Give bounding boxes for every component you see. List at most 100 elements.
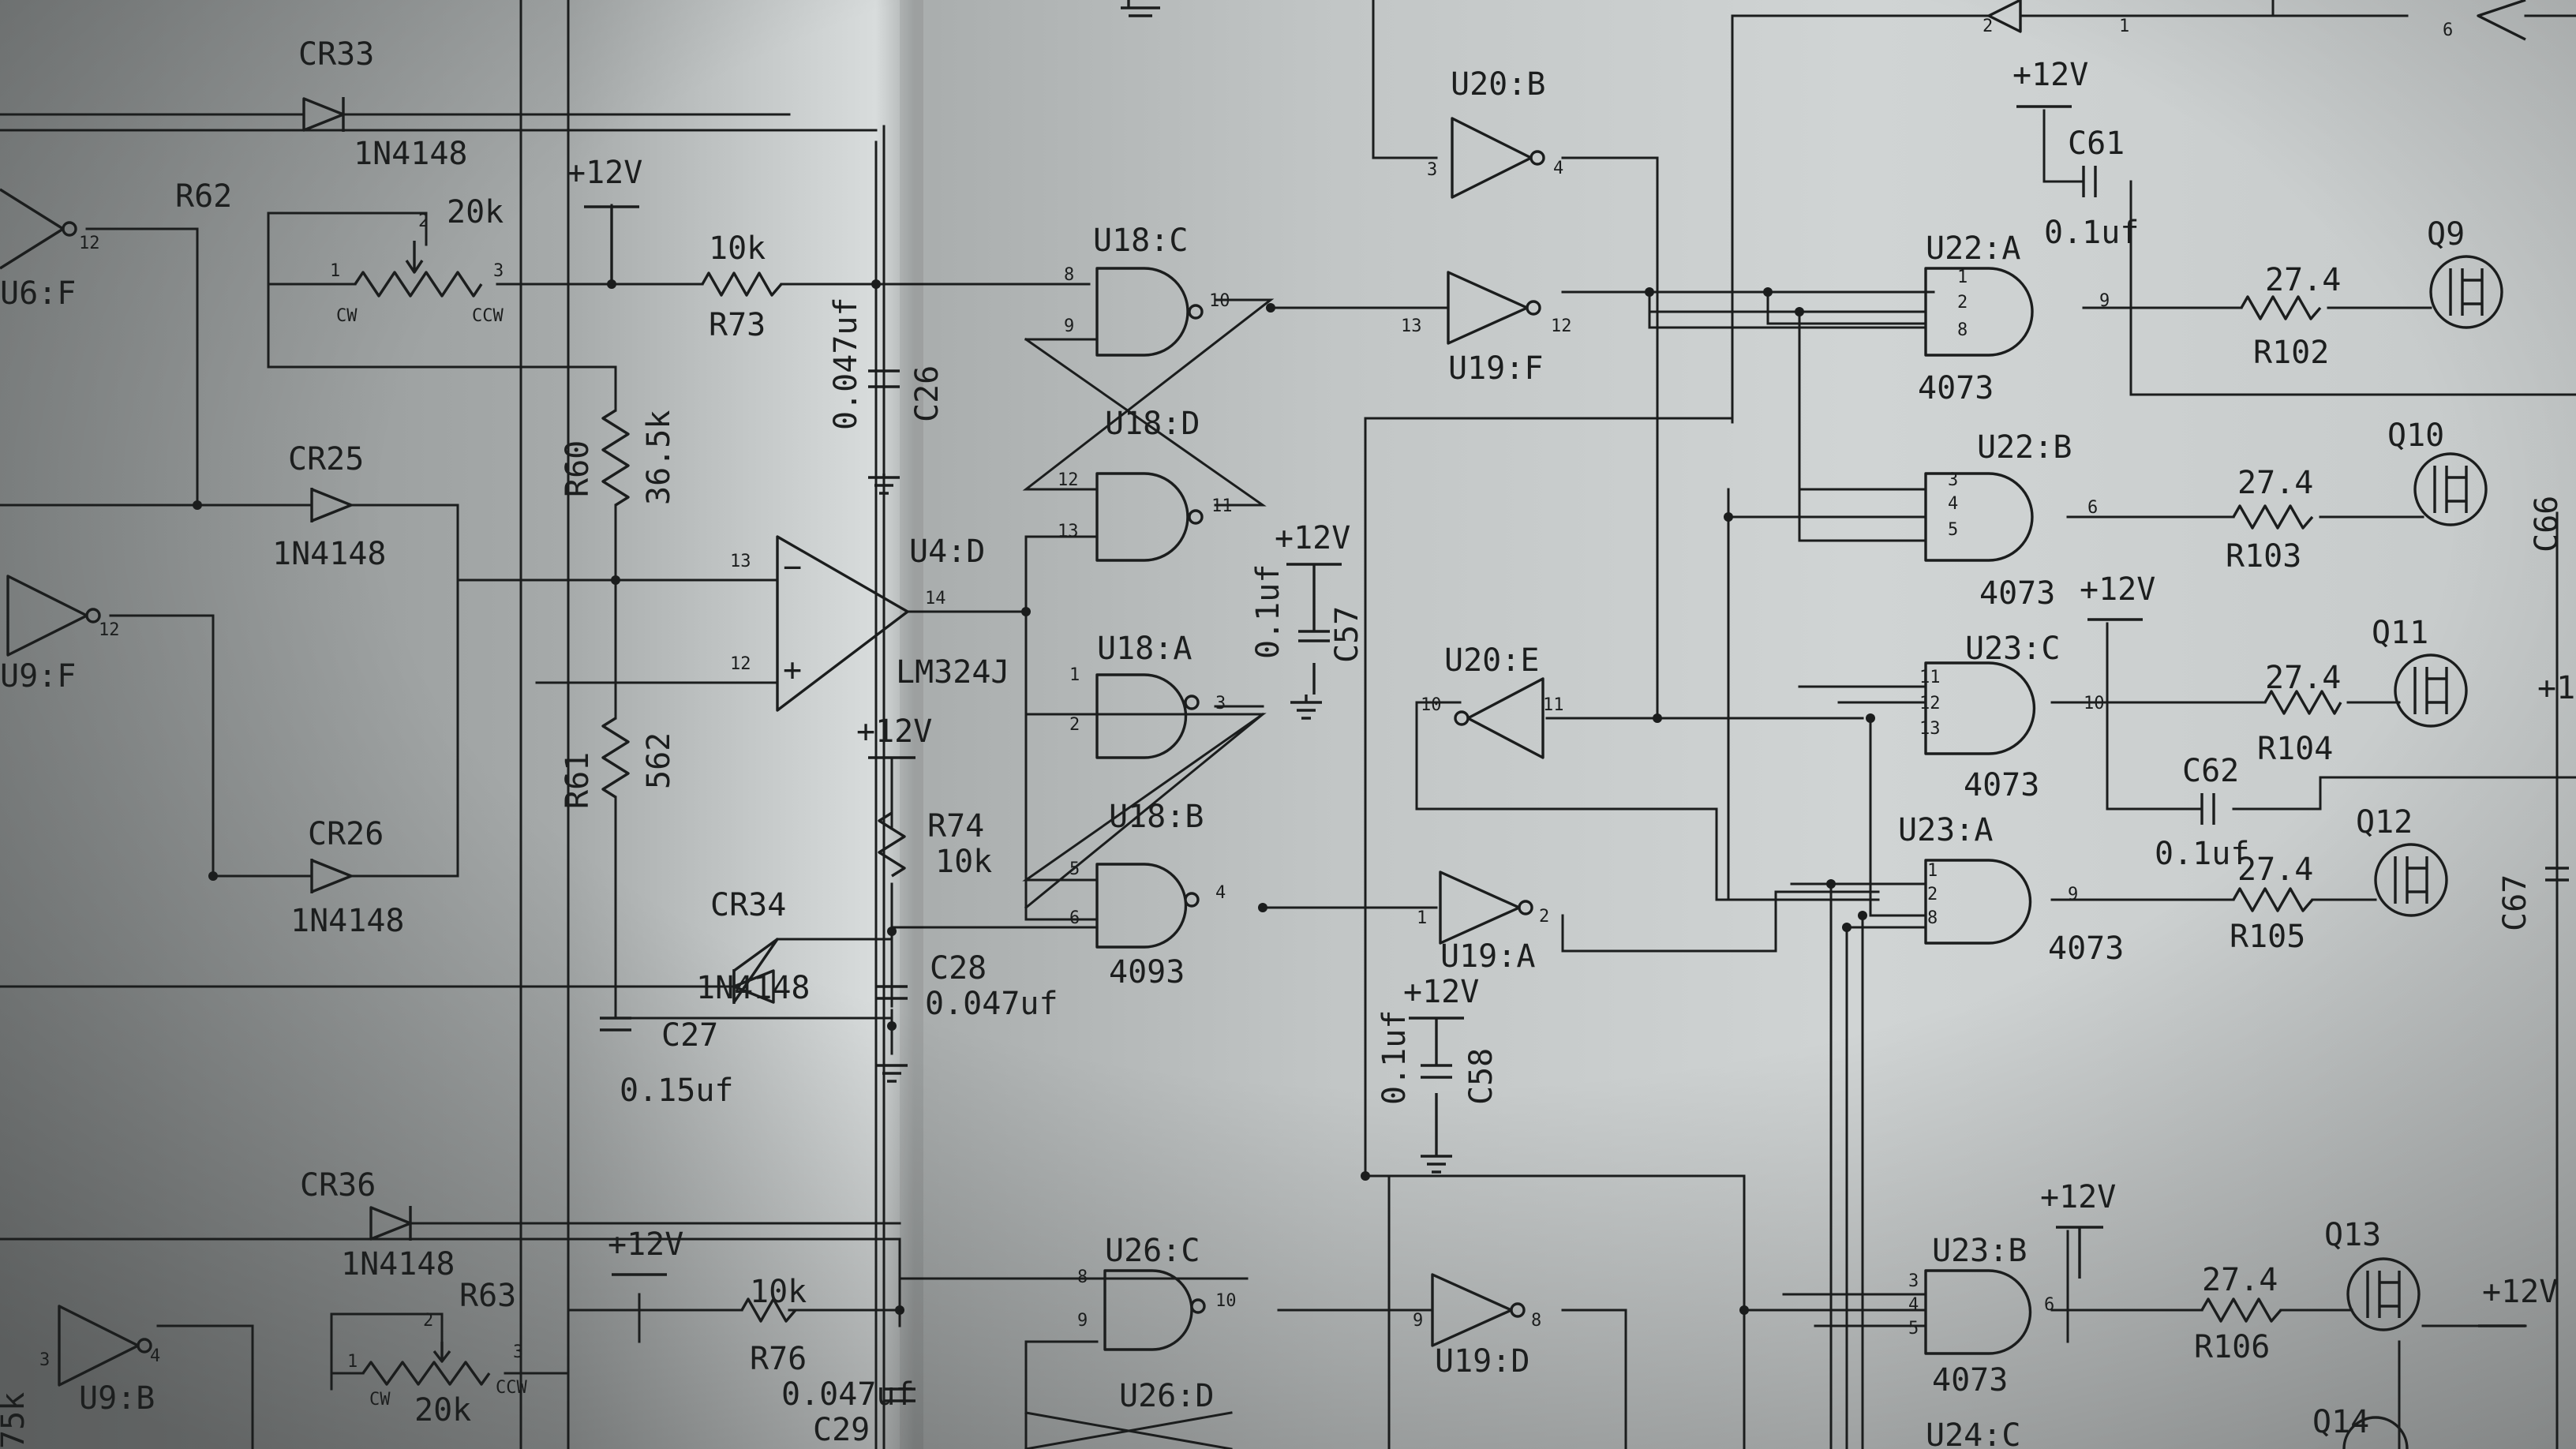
supply-bars xyxy=(584,105,2525,1327)
label-u23c-value: 4073 xyxy=(1964,767,2039,803)
label-u18d: U18:D xyxy=(1105,406,1200,442)
pin-u23a-2: 2 xyxy=(1927,885,1938,904)
diode-cr33 xyxy=(302,97,345,132)
pin-top-2: 2 xyxy=(1983,17,1993,36)
pin-u18a-3: 3 xyxy=(1215,694,1226,713)
inverter-top-right xyxy=(1987,0,2526,41)
mosfet-q10 xyxy=(2413,452,2488,526)
label-r63: R63 xyxy=(459,1278,516,1314)
label-cr36: CR36 xyxy=(300,1167,376,1204)
pin-u18c-8: 8 xyxy=(1064,265,1074,285)
fold-shadow xyxy=(900,0,923,1449)
label-supply-q13: +12V xyxy=(2482,1274,2558,1310)
label-c62: C62 xyxy=(2182,753,2239,789)
pin-u26c-10: 10 xyxy=(1215,1291,1237,1311)
label-u9f: U9:F xyxy=(0,658,76,695)
label-u18a: U18:A xyxy=(1097,631,1192,667)
label-cr33-value: 1N4148 xyxy=(354,136,468,172)
label-u18b-value: 4093 xyxy=(1109,954,1185,990)
diode-cr26 xyxy=(310,859,353,893)
pin-u18c-10: 10 xyxy=(1209,291,1230,311)
pin-u19f-13: 13 xyxy=(1401,316,1422,336)
pin-u18c-9: 9 xyxy=(1064,316,1074,336)
pin-u18d-13: 13 xyxy=(1058,522,1079,541)
cap-c61 xyxy=(2082,166,2097,197)
label-r105: R105 xyxy=(2230,919,2305,955)
and-u23a xyxy=(1924,859,2032,945)
label-c28: C28 xyxy=(930,950,987,987)
label-u19f: U19:F xyxy=(1448,350,1543,387)
inverter-u20e xyxy=(1454,677,1544,759)
resistor-r102 xyxy=(2240,295,2322,320)
pin-u23a-1: 1 xyxy=(1927,861,1938,881)
pin-u19d-9: 9 xyxy=(1413,1311,1423,1331)
label-q13: Q13 xyxy=(2324,1217,2381,1253)
diode-cr34b xyxy=(732,969,775,1004)
mosfet-q9 xyxy=(2429,255,2503,329)
label-u22b-value: 4073 xyxy=(1979,575,2055,612)
pin-u4d-12: 12 xyxy=(730,654,751,674)
nand-u18a xyxy=(1095,673,1200,759)
cap-c29 xyxy=(884,1387,915,1402)
pin-u4d-14: 14 xyxy=(925,589,946,608)
pin-u20e-10: 10 xyxy=(1421,695,1442,715)
nand-u18d xyxy=(1095,472,1204,562)
label-cr26-value: 1N4148 xyxy=(290,903,405,939)
label-c66: C66 xyxy=(2529,496,2565,552)
label-r60: R60 xyxy=(560,440,596,497)
mosfet-q11 xyxy=(2394,653,2468,728)
inverter-u19a xyxy=(1439,871,1533,945)
pin-u4d-plus: + xyxy=(783,652,802,688)
resistor-r62 xyxy=(354,271,483,298)
label-cr33: CR33 xyxy=(298,36,374,73)
label-r73-value: 10k xyxy=(709,230,766,267)
label-r76: R76 xyxy=(750,1341,807,1377)
label-supply-lower: +12V xyxy=(608,1226,683,1263)
pin-u18b-4: 4 xyxy=(1215,883,1226,903)
label-u23b: U23:B xyxy=(1932,1233,2027,1269)
label-supply-c58: +12V xyxy=(1403,974,1479,1010)
label-supply-1: +12V xyxy=(567,155,642,191)
pin-u4d-13: 13 xyxy=(730,552,751,571)
label-q14: Q14 xyxy=(2312,1404,2369,1440)
pin-top-1: 1 xyxy=(2119,17,2129,36)
label-r62-value: 20k xyxy=(447,194,504,230)
pin-u23a-8: 8 xyxy=(1927,908,1938,928)
cap-c62 xyxy=(2200,793,2215,825)
labels: CR33 1N4148 R62 20k CW CCW 1 2 3 U6:F 12… xyxy=(0,17,2576,1449)
pin-u23b-6: 6 xyxy=(2044,1295,2054,1315)
label-r62-ccw: CCW xyxy=(472,306,504,326)
label-u6f: U6:F xyxy=(0,275,76,312)
label-r102: R102 xyxy=(2253,335,2329,371)
pin-u20e-11: 11 xyxy=(1543,695,1564,715)
label-supply-r74: +12V xyxy=(856,713,932,750)
pin-u19d-8: 8 xyxy=(1531,1311,1541,1331)
nand-u18c xyxy=(1095,267,1204,357)
label-r61-value: 562 xyxy=(641,732,677,789)
label-u9b: U9:B xyxy=(79,1380,155,1417)
pin-u20b-4: 4 xyxy=(1553,159,1563,178)
label-u18b: U18:B xyxy=(1109,799,1204,835)
pin-u23c-10: 10 xyxy=(2084,694,2105,713)
label-u18c: U18:C xyxy=(1093,223,1188,259)
pin-u9b-3: 3 xyxy=(39,1350,50,1370)
label-c67: C67 xyxy=(2497,874,2533,931)
pin-u22a-1: 1 xyxy=(1957,268,1968,287)
label-supply-u23b: +12V xyxy=(2040,1179,2116,1215)
label-u4d-value: LM324J xyxy=(896,654,1010,691)
pin-r62-3: 3 xyxy=(493,261,504,281)
inverter-u20b xyxy=(1451,117,1545,199)
label-r106-value: 27.4 xyxy=(2202,1262,2278,1298)
label-u19a: U19:A xyxy=(1440,938,1535,975)
label-cr34-value: 1N4148 xyxy=(696,970,811,1006)
label-supply-c61: +12V xyxy=(2012,57,2088,93)
pin-u26c-9: 9 xyxy=(1077,1311,1088,1331)
label-r-left-value: 75k xyxy=(0,1392,32,1449)
resistor-r103 xyxy=(2232,504,2314,530)
label-cr25: CR25 xyxy=(288,441,364,477)
resistor-r105 xyxy=(2232,887,2314,912)
label-c27-value: 0.15uf xyxy=(620,1073,734,1109)
pin-r63-3: 3 xyxy=(513,1342,523,1362)
